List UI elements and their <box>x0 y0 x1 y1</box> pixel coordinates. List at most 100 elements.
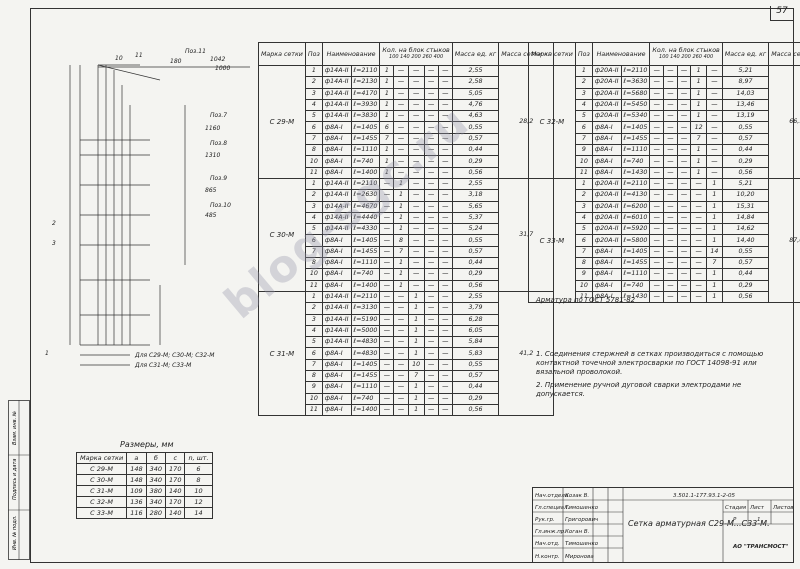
page-number: 57 <box>770 6 793 21</box>
table-cell: 5,05 <box>451 87 500 100</box>
table-cell: 7 <box>304 358 323 372</box>
table-cell: — <box>407 279 425 292</box>
table-cell: ℓ=1455 <box>620 132 651 146</box>
table-cell: — <box>663 177 678 191</box>
table-cell: — <box>676 279 692 292</box>
role: Нач.отд. <box>535 541 560 547</box>
table-cell: 6 <box>379 121 395 134</box>
table-cell: — <box>649 211 665 225</box>
sheets-label: Листов <box>772 505 793 511</box>
table-cell: — <box>379 347 395 360</box>
table-cell: — <box>379 268 395 281</box>
table-cell: 4 <box>304 98 323 112</box>
table-cell: — <box>676 155 692 168</box>
table-cell: 1 <box>706 234 723 247</box>
table-cell: — <box>649 64 665 78</box>
table-cell: 10 <box>304 155 323 168</box>
table-cell: 7 <box>407 370 425 383</box>
table-cell: ф8А-I <box>321 347 352 360</box>
table-cell: 2 <box>304 189 323 202</box>
table-cell: — <box>423 234 439 247</box>
table-cell: ℓ=2110 <box>350 290 381 304</box>
table-cell: ф20А-II <box>591 234 622 247</box>
table-cell: 10 <box>304 392 323 405</box>
position-label: Поз.7 <box>210 112 227 119</box>
table-cell: — <box>379 392 395 405</box>
table-cell: — <box>437 381 453 394</box>
table-cell: ℓ=4830 <box>350 347 381 360</box>
table-cell: — <box>393 381 409 394</box>
header-mass: Масса ед. кг <box>451 42 500 66</box>
table-cell: — <box>423 64 439 78</box>
table-cell: ф8А-I <box>321 370 352 383</box>
table-cell: 2 <box>574 189 593 202</box>
table-cell: ℓ=1110 <box>620 268 651 281</box>
table-cell: 0,56 <box>721 290 770 304</box>
table-cell: — <box>706 121 723 134</box>
table-cell: — <box>649 234 665 247</box>
table-cell: 5,37 <box>451 211 500 225</box>
table-cell: 2,55 <box>451 177 500 191</box>
table-cell: — <box>663 245 678 259</box>
table-cell: ф14А-II <box>321 98 352 112</box>
table-cell: — <box>663 144 678 157</box>
table-cell: — <box>423 223 439 236</box>
table-cell: 10 <box>184 485 213 497</box>
table-cell: — <box>437 347 453 360</box>
table-cell: — <box>706 166 723 179</box>
dimension-top: 180 <box>170 58 182 65</box>
table-cell: — <box>407 189 425 202</box>
table-cell: — <box>690 211 708 225</box>
gost-note: Арматура по ГОСТ 5781-82 <box>536 296 636 304</box>
table-cell: ф8А-I <box>321 121 352 134</box>
header-name: Наименование <box>321 42 381 66</box>
mesh-mark: С 33-М <box>528 177 576 304</box>
table-cell: ℓ=1405 <box>350 121 381 134</box>
table-cell: 6 <box>304 347 323 360</box>
table-cell: 2,55 <box>451 290 500 304</box>
table-cell: 1 <box>706 223 723 236</box>
table-cell: 9 <box>574 268 593 281</box>
table-cell: — <box>393 370 409 383</box>
table-cell: ф8А-I <box>321 144 352 157</box>
table-cell: — <box>423 290 439 304</box>
table-cell: — <box>437 313 453 326</box>
table-cell: ℓ=1430 <box>620 166 651 179</box>
header-pos: Поз <box>574 42 593 66</box>
stage-value: Р <box>733 517 737 523</box>
table-cell: — <box>393 324 409 338</box>
table-cell: 0,44 <box>721 144 770 157</box>
table-cell: — <box>437 358 453 372</box>
dims-header: n, шт. <box>184 452 213 464</box>
table-cell: — <box>676 189 692 202</box>
header-name: Наименование <box>591 42 651 66</box>
table-cell: ф8А-I <box>591 121 622 134</box>
table-cell: — <box>393 336 409 349</box>
table-cell: 0,57 <box>451 245 500 259</box>
table-cell: — <box>649 87 665 100</box>
table-cell: 0,29 <box>721 155 770 168</box>
table-cell: 4 <box>574 98 593 112</box>
table-cell: — <box>379 257 395 270</box>
table-cell: 280 <box>145 507 167 519</box>
table-cell: 0,56 <box>451 166 500 179</box>
table-cell: 1 <box>690 155 708 168</box>
table-cell: ф20А-II <box>591 189 622 202</box>
table-cell: 5 <box>574 110 593 123</box>
table-cell: 1 <box>407 403 425 417</box>
table-cell: — <box>676 87 692 100</box>
table-cell: 3 <box>304 87 323 100</box>
table-cell: ф8А-I <box>591 166 622 179</box>
table-cell: 6,28 <box>451 313 500 326</box>
table-cell: 1 <box>706 211 723 225</box>
table-cell: — <box>676 98 692 112</box>
table-cell: — <box>649 223 665 236</box>
